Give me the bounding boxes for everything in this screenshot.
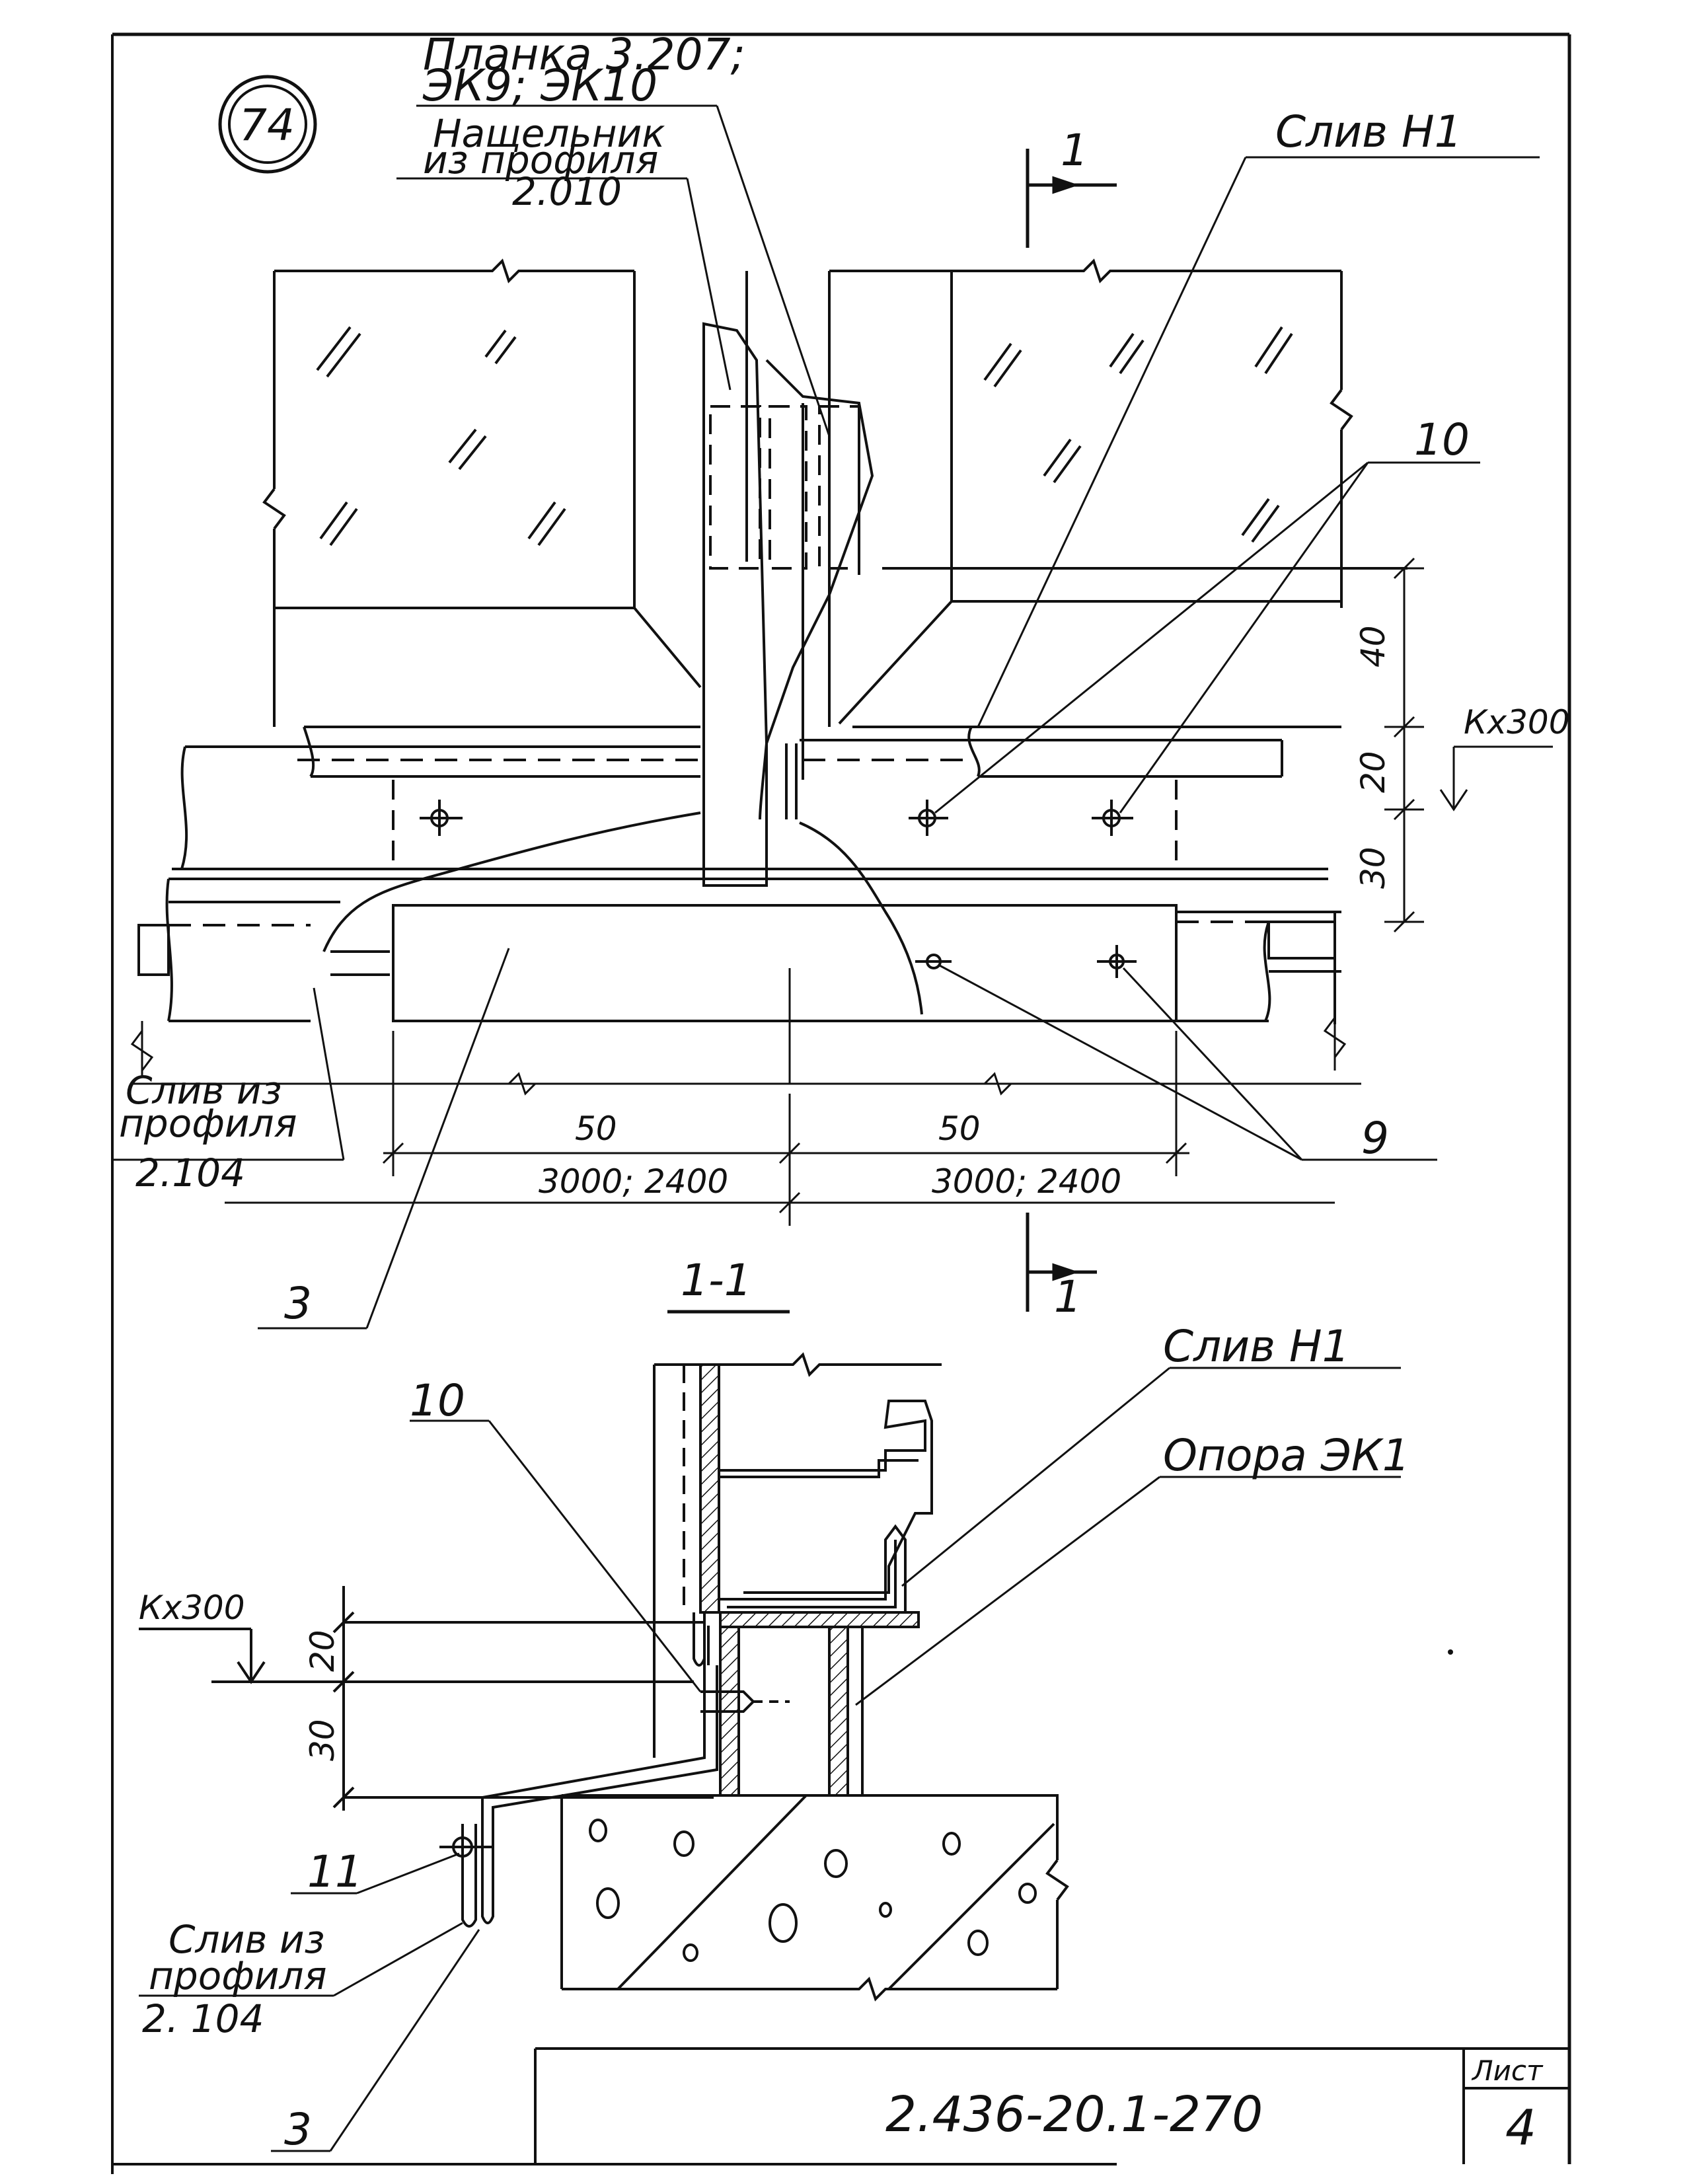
label-planka-line1: Планка 3.207; bbox=[423, 29, 745, 80]
section-title: 1-1 bbox=[681, 1255, 752, 1306]
label-sliv-profile-top-3: 2.104 bbox=[135, 1150, 245, 1195]
dim-40: 40 bbox=[1354, 625, 1392, 667]
sec-dim-20: 20 bbox=[303, 1630, 342, 1672]
detail-number-marker bbox=[218, 75, 317, 174]
section-mark-top: 1 bbox=[1061, 125, 1088, 176]
cover-batten bbox=[702, 322, 874, 887]
label-pos-3-bottom: 3 bbox=[284, 2104, 312, 2155]
title-block bbox=[534, 2047, 1569, 2164]
label-planka-line2: ЭК9; ЭК10 bbox=[422, 60, 657, 111]
sheet-frame bbox=[111, 32, 1571, 2174]
label-sliv-h1-top: Слив Н1 bbox=[1275, 106, 1462, 157]
level-mark-section: Кх300 bbox=[139, 1589, 245, 1627]
label-sliv-h1-section: Слив Н1 bbox=[1163, 1321, 1350, 1372]
label-sliv-profile-bot-1: Слив из bbox=[169, 1917, 324, 1962]
elevation-dimensions bbox=[130, 557, 1553, 1226]
section-cut-markers bbox=[1026, 149, 1117, 1312]
label-sliv-profile-bot-2: профиля bbox=[149, 1953, 326, 1998]
sec-dim-30: 30 bbox=[303, 1719, 342, 1761]
dim-50-left: 50 bbox=[575, 1110, 617, 1148]
fastener-holes bbox=[420, 800, 1137, 978]
label-nashchelnik-line2: из профиля bbox=[423, 137, 658, 182]
level-mark-top: Кх300 bbox=[1464, 703, 1570, 741]
label-pos-9: 9 bbox=[1361, 1113, 1389, 1164]
label-pos-11: 11 bbox=[307, 1846, 363, 1897]
stray-dot bbox=[1448, 1649, 1453, 1655]
label-opora: Опора ЭК1 bbox=[1163, 1430, 1410, 1481]
section-mark-bottom: 1 bbox=[1054, 1271, 1082, 1322]
dim-span-left: 3000; 2400 bbox=[539, 1162, 728, 1201]
detail-number: 74 bbox=[239, 100, 295, 151]
label-pos-10-top: 10 bbox=[1414, 414, 1470, 465]
document-code: 2.436-20.1-270 bbox=[885, 2086, 1263, 2143]
elevation-leaders bbox=[112, 104, 1540, 1330]
dim-50-right: 50 bbox=[938, 1110, 981, 1148]
sheet-label: Лист bbox=[1471, 2054, 1544, 2087]
sheet-number: 4 bbox=[1505, 2099, 1536, 2156]
label-pos-3-top: 3 bbox=[284, 1278, 312, 1329]
section-leaders bbox=[139, 1367, 1401, 2152]
dim-20: 20 bbox=[1354, 751, 1392, 793]
label-sliv-profile-top-1: Слив из bbox=[126, 1068, 282, 1113]
elevation-sill bbox=[137, 726, 1341, 1084]
dim-span-right: 3000; 2400 bbox=[932, 1162, 1121, 1201]
label-sliv-profile-bot-3: 2. 104 bbox=[142, 1996, 264, 2041]
label-pos-10-section: 10 bbox=[410, 1375, 465, 1426]
elevation-glazing bbox=[262, 258, 1408, 727]
label-nashchelnik-line3: 2.010 bbox=[512, 169, 622, 214]
section-view bbox=[139, 1352, 1069, 2002]
dim-30: 30 bbox=[1354, 847, 1392, 889]
label-nashchelnik-line1: Нащельник bbox=[433, 111, 665, 156]
label-sliv-profile-top-2: профиля bbox=[119, 1101, 297, 1146]
